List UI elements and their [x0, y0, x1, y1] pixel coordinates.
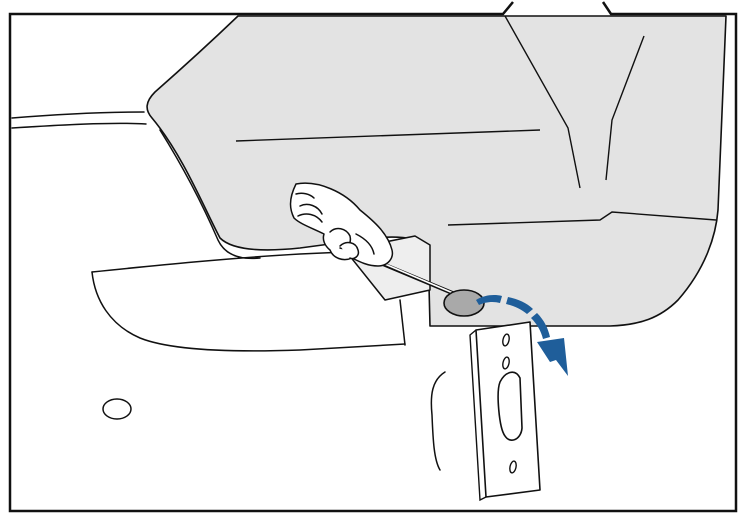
- body-upper-line-a: [11, 111, 145, 119]
- pillar-hole-bottom: [509, 460, 517, 474]
- pillar-hole-top: [502, 333, 510, 347]
- hand-cuff-line: [295, 192, 315, 199]
- pillar-side: [469, 329, 487, 502]
- panel-vertical-edge-a: [504, 15, 581, 189]
- lower-sill-curve: [91, 271, 406, 352]
- body-drain-hole: [102, 398, 132, 420]
- mounting-pillar: [469, 321, 541, 502]
- wheel-arch-curve: [159, 129, 261, 260]
- hand-thumb: [355, 233, 375, 255]
- arrow-dash-1: [476, 295, 502, 305]
- arrow-dash-2: [506, 297, 533, 314]
- hand-finger-1: [299, 203, 323, 215]
- lower-sill-top: [91, 251, 346, 273]
- sill-inner-edge: [399, 299, 406, 346]
- rotation-arrow: [476, 295, 568, 376]
- screwdriver-shaft-highlight: [379, 261, 461, 297]
- panel-crease-bottom: [447, 211, 717, 226]
- panel-vertical-edge-b: [605, 35, 645, 181]
- pillar-hole-middle: [502, 356, 510, 370]
- quarter-panel: [146, 15, 727, 327]
- hand-finger-2: [297, 213, 323, 223]
- bracket-curve: [430, 371, 446, 471]
- frame-left-segment: [8, 1, 738, 513]
- quarter-panel-surface: [146, 15, 727, 327]
- body-upper-line-b: [11, 122, 147, 129]
- pillar-body: [475, 321, 541, 498]
- pillar-slot: [497, 371, 523, 441]
- hand-holding-screwdriver: [289, 182, 394, 267]
- arrow-head: [537, 338, 568, 376]
- hand-finger-4: [339, 241, 360, 260]
- figure-frame: [8, 1, 738, 513]
- arrow-dash-3: [531, 313, 550, 339]
- car-body-outline: [11, 111, 446, 471]
- panel-crease-top: [235, 129, 541, 142]
